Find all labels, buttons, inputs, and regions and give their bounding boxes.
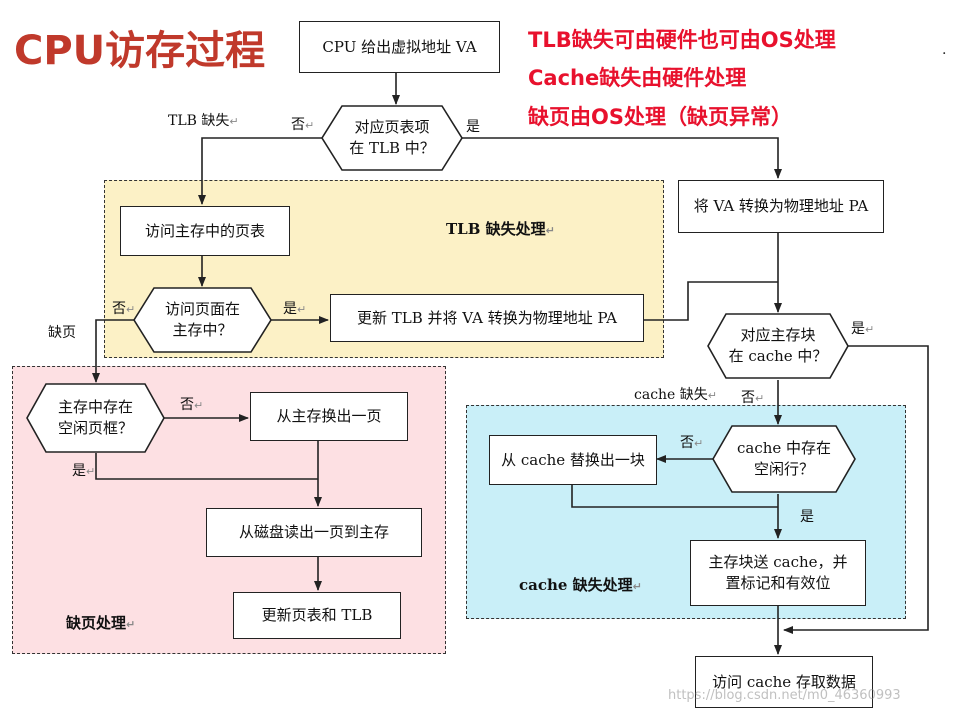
replace-cache-block-box: 从 cache 替换出一块 <box>489 435 657 485</box>
in-tlb-yes-label: 是 <box>466 119 480 135</box>
cache-miss-region-label: cache 缺失处理↵ <box>519 576 642 594</box>
tlb-miss-region-label: TLB 缺失处理↵ <box>446 220 555 238</box>
page-fault-label: 缺页 <box>48 325 76 341</box>
page-in-memory-line-2: 主存中？ <box>172 321 233 339</box>
read-disk-page-box: 从磁盘读出一页到主存 <box>206 508 422 557</box>
cache-miss-label: cache 缺失↵ <box>634 387 717 403</box>
free-line-line-1: cache 中存在 <box>736 439 832 457</box>
send-block-to-cache-box: 主存块送 cache，并 置标记和有效位 <box>690 540 866 606</box>
block-in-cache-line-2: 在 cache 中？ <box>728 347 828 365</box>
page-in-memory-line-1: 访问页面在 <box>164 300 240 318</box>
block-in-cache-decision: 对应主存块 在 cache 中？ <box>716 314 840 378</box>
free-frame-no-label: 否↵ <box>180 397 204 413</box>
va-to-pa-box: 将 VA 转换为物理地址 PA <box>678 180 884 233</box>
page-title: CPU访存过程 <box>14 28 266 74</box>
in-tlb-no-label: 否↵ <box>291 117 315 133</box>
free-line-yes-label: 是 <box>800 509 814 525</box>
note-cache-miss-handling: Cache缺失由硬件处理 <box>528 66 747 90</box>
note-tlb-miss-handling: TLB缺失可由硬件也可由OS处理 <box>528 28 836 52</box>
free-line-no-label: 否↵ <box>680 435 704 451</box>
free-frame-decision-shape <box>26 383 165 453</box>
in-tlb-decision: 对应页表项 在 TLB 中？ <box>332 106 452 170</box>
update-tlb-box: 更新 TLB 并将 VA 转换为物理地址 PA <box>330 294 644 342</box>
free-frame-yes-label: 是↵ <box>72 463 96 479</box>
free-frame-line-2: 空闲页框？ <box>57 419 133 437</box>
in-tlb-line-2: 在 TLB 中？ <box>349 139 435 157</box>
page-in-memory-decision: 访问页面在 主存中？ <box>144 288 261 352</box>
block-in-cache-no-label: 否↵ <box>741 390 765 406</box>
free-line-decision-shape <box>712 425 856 493</box>
watermark: https://blog.csdn.net/m0_46360993 <box>668 688 901 703</box>
tlb-miss-label: TLB 缺失↵ <box>168 113 239 129</box>
page-in-memory-yes-label: 是↵ <box>283 301 307 317</box>
block-in-cache-decision-shape <box>707 313 849 379</box>
in-tlb-line-1: 对应页表项 <box>354 118 430 136</box>
page-fault-region-label: 缺页处理↵ <box>66 614 136 632</box>
access-cache-data-box: 访问 cache 存取数据 <box>695 656 873 708</box>
access-page-table-box: 访问主存中的页表 <box>120 206 290 256</box>
free-frame-line-1: 主存中存在 <box>57 398 133 416</box>
note-page-fault-handling: 缺页由OS处理（缺页异常） <box>528 105 792 129</box>
free-frame-decision: 主存中存在 空闲页框？ <box>37 384 154 452</box>
in-tlb-decision-shape <box>321 105 463 171</box>
page-in-memory-no-label: 否↵ <box>112 301 136 317</box>
page-in-memory-decision-shape <box>133 287 272 353</box>
cpu-virtual-address-box: CPU 给出虚拟地址 VA <box>299 21 500 73</box>
block-in-cache-yes-label: 是↵ <box>851 321 875 337</box>
update-page-table-tlb-box: 更新页表和 TLB <box>233 592 401 639</box>
send-block-line-1: 主存块送 cache，并 <box>708 553 848 571</box>
send-block-line-2: 置标记和有效位 <box>725 574 831 592</box>
stray-dot: . <box>942 42 947 58</box>
free-line-line-2: 空闲行？ <box>753 460 814 478</box>
free-line-decision: cache 中存在 空闲行？ <box>722 426 846 492</box>
block-in-cache-line-1: 对应主存块 <box>740 326 816 344</box>
swap-out-page-box: 从主存换出一页 <box>250 392 408 441</box>
